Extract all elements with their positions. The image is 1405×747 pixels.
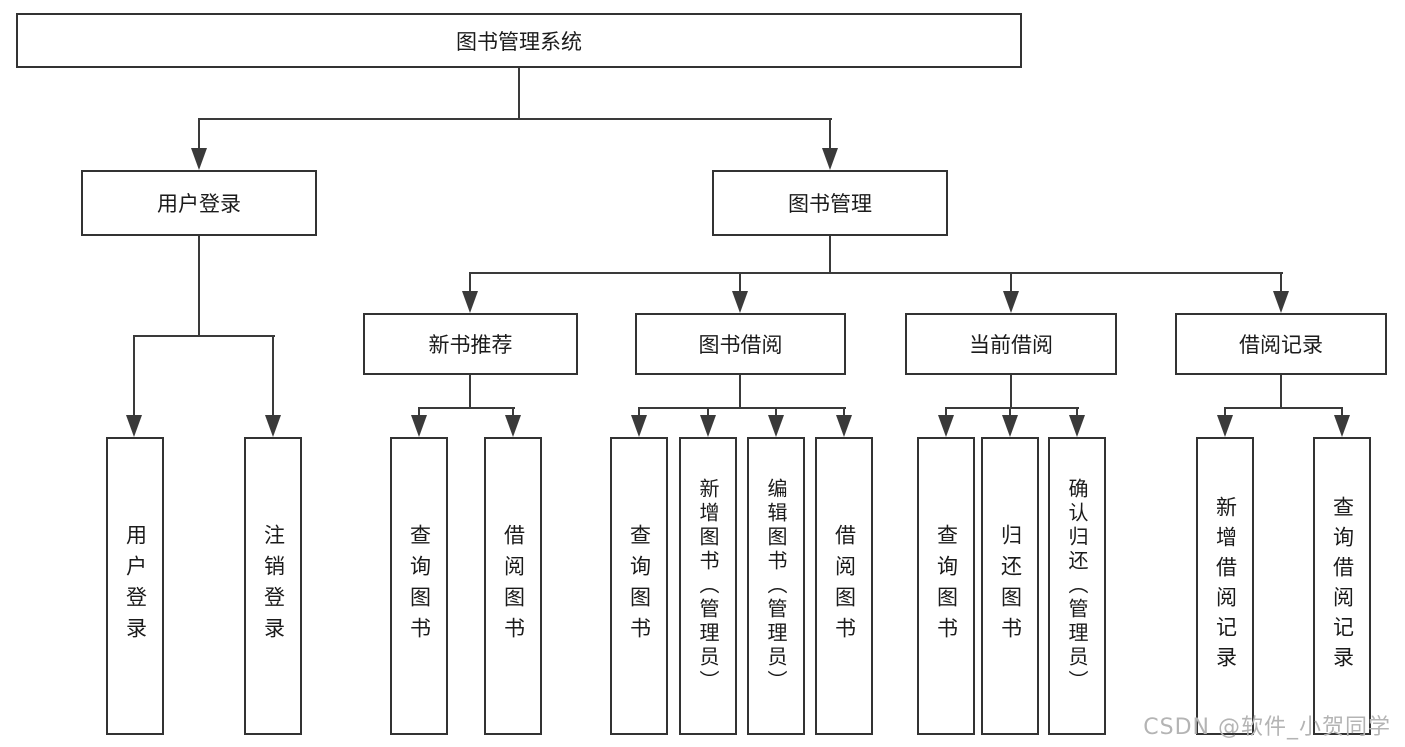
csdn-watermark: CSDN @软件_小贺同学 — [1143, 715, 1391, 740]
node-label: 图书管理 — [788, 192, 872, 216]
node-label: 借阅记录 — [1239, 333, 1323, 357]
connector-line — [418, 407, 420, 417]
connector-line — [512, 407, 514, 417]
connector-line — [945, 407, 1079, 409]
arrowhead-down-icon — [191, 148, 207, 170]
node-label: 查询借阅记录 — [1330, 496, 1355, 676]
arrowhead-down-icon — [1334, 415, 1350, 437]
arrowhead-down-icon — [411, 415, 427, 437]
arrowhead-down-icon — [768, 415, 784, 437]
arrowhead-down-icon — [126, 415, 142, 437]
connector-line — [418, 407, 515, 409]
arrowhead-down-icon — [462, 291, 478, 313]
connector-line — [707, 407, 709, 417]
arrowhead-down-icon — [1002, 415, 1018, 437]
connector-line — [272, 335, 274, 417]
arrowhead-down-icon — [631, 415, 647, 437]
node-book-management: 图书管理 — [712, 170, 948, 236]
arrowhead-down-icon — [1217, 415, 1233, 437]
arrowhead-down-icon — [732, 291, 748, 313]
leaf-search-books-recommend: 查询图书 — [390, 437, 448, 735]
node-label: 注销登录 — [261, 524, 286, 648]
connector-line — [198, 118, 200, 152]
connector-line — [1224, 407, 1226, 417]
node-label: 借阅图书 — [832, 524, 857, 648]
node-borrowing-records: 借阅记录 — [1175, 313, 1387, 375]
leaf-user-login: 用户登录 — [106, 437, 164, 735]
arrowhead-down-icon — [265, 415, 281, 437]
leaf-add-books-admin: 新增图书（管理员） — [679, 437, 737, 735]
node-book-borrowing: 图书借阅 — [635, 313, 846, 375]
connector-line — [518, 68, 520, 120]
node-label: 图书管理系统 — [456, 29, 582, 54]
node-label: 查询图书 — [407, 524, 432, 648]
connector-line — [1280, 272, 1282, 295]
arrowhead-down-icon — [1003, 291, 1019, 313]
node-label: 用户登录 — [123, 524, 148, 648]
connector-line — [829, 118, 831, 152]
connector-line — [775, 407, 777, 417]
node-label: 新增图书（管理员） — [696, 478, 720, 694]
connector-line — [1076, 407, 1078, 417]
node-label: 新增借阅记录 — [1213, 496, 1238, 676]
leaf-search-borrow-record: 查询借阅记录 — [1313, 437, 1371, 735]
connector-line — [638, 407, 846, 409]
node-label: 借阅图书 — [501, 524, 526, 648]
connector-line — [198, 236, 200, 337]
node-label: 归还图书 — [998, 524, 1023, 648]
connector-line — [638, 407, 640, 417]
leaf-search-books-current: 查询图书 — [917, 437, 975, 735]
node-label: 当前借阅 — [969, 333, 1053, 357]
leaf-return-books: 归还图书 — [981, 437, 1039, 735]
connector-line — [1280, 375, 1282, 409]
connector-line — [945, 407, 947, 417]
connector-line — [1010, 272, 1012, 295]
node-user-login: 用户登录 — [81, 170, 317, 236]
node-label: 确认归还（管理员） — [1065, 478, 1089, 694]
connector-line — [843, 407, 845, 417]
node-label: 图书借阅 — [698, 333, 783, 357]
arrowhead-down-icon — [1069, 415, 1085, 437]
connector-line — [469, 272, 471, 295]
connector-line — [133, 335, 135, 417]
connector-line — [1010, 375, 1012, 409]
connector-line — [829, 236, 831, 274]
node-label: 编辑图书（管理员） — [764, 478, 788, 694]
node-current-borrowing: 当前借阅 — [905, 313, 1117, 375]
node-label: 查询图书 — [627, 524, 652, 648]
connector-line — [469, 272, 1283, 274]
leaf-borrow-books-recommend: 借阅图书 — [484, 437, 542, 735]
connector-line — [739, 272, 741, 295]
leaf-search-books-borrowing: 查询图书 — [610, 437, 668, 735]
connector-line — [133, 335, 275, 337]
arrowhead-down-icon — [822, 148, 838, 170]
node-label: 用户登录 — [157, 192, 241, 216]
node-system-root: 图书管理系统 — [16, 13, 1022, 68]
connector-line — [1224, 407, 1343, 409]
arrowhead-down-icon — [938, 415, 954, 437]
node-label: 查询图书 — [934, 524, 959, 648]
connector-line — [1009, 407, 1011, 417]
connector-line — [1341, 407, 1343, 417]
node-new-book-recommendation: 新书推荐 — [363, 313, 578, 375]
connector-line — [469, 375, 471, 409]
node-label: 新书推荐 — [428, 333, 513, 357]
connector-line — [739, 375, 741, 409]
arrowhead-down-icon — [836, 415, 852, 437]
leaf-logout: 注销登录 — [244, 437, 302, 735]
arrowhead-down-icon — [1273, 291, 1289, 313]
arrowhead-down-icon — [505, 415, 521, 437]
leaf-borrow-books-borrowing: 借阅图书 — [815, 437, 873, 735]
leaf-add-borrow-record: 新增借阅记录 — [1196, 437, 1254, 735]
connector-line — [198, 118, 832, 120]
leaf-confirm-return-admin: 确认归还（管理员） — [1048, 437, 1106, 735]
leaf-edit-books-admin: 编辑图书（管理员） — [747, 437, 805, 735]
arrowhead-down-icon — [700, 415, 716, 437]
